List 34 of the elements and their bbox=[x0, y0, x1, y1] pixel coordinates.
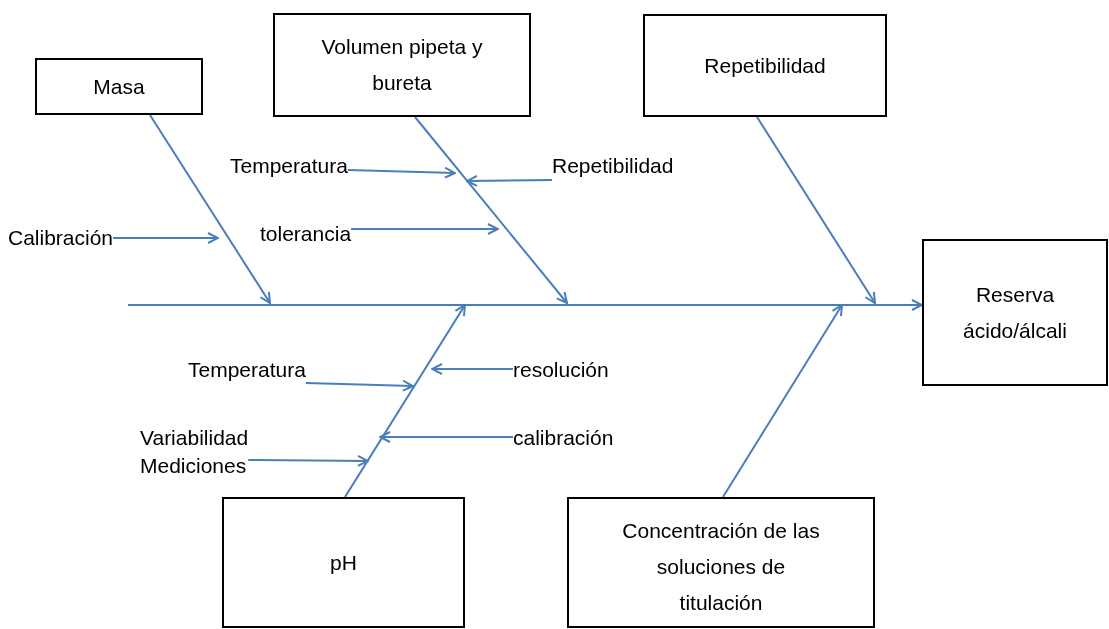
box-text: Masa bbox=[93, 73, 145, 100]
cause-box bbox=[273, 13, 531, 117]
arrow bbox=[247, 454, 369, 467]
arrow bbox=[344, 304, 466, 498]
arrow bbox=[431, 363, 514, 375]
cause-label: Temperatura bbox=[230, 152, 348, 180]
cause-label: Variabilidad Mediciones bbox=[140, 424, 249, 480]
cause-box bbox=[222, 497, 465, 628]
cause-label: Repetibilidad bbox=[552, 152, 674, 180]
box-text: Concentración de las soluciones de titulación bbox=[621, 518, 821, 616]
cause-label: Calibración bbox=[8, 224, 114, 252]
cause-label: tolerancia bbox=[260, 220, 352, 248]
arrow bbox=[379, 431, 514, 443]
effect-box bbox=[922, 239, 1108, 386]
arrow bbox=[127, 299, 923, 311]
cause-label: Temperatura bbox=[188, 356, 306, 384]
box-text: Reserva ácido/álcali bbox=[962, 281, 1068, 344]
arrow bbox=[414, 116, 568, 304]
arrow bbox=[112, 232, 219, 244]
box-text: pH bbox=[330, 549, 357, 576]
arrow bbox=[350, 223, 499, 235]
cause-label: calibración bbox=[513, 424, 614, 452]
cause-box bbox=[643, 14, 887, 117]
arrow bbox=[149, 114, 271, 304]
arrow bbox=[756, 116, 876, 304]
cause-box bbox=[567, 497, 875, 628]
arrow bbox=[346, 166, 456, 179]
arrow bbox=[304, 379, 414, 392]
arrow bbox=[722, 304, 843, 498]
box-text: Volumen pipeta y bureta bbox=[320, 34, 484, 96]
box-text: Repetibilidad bbox=[704, 52, 826, 79]
cause-label: resolución bbox=[513, 356, 609, 384]
arrow bbox=[466, 174, 553, 187]
cause-box bbox=[35, 58, 203, 115]
